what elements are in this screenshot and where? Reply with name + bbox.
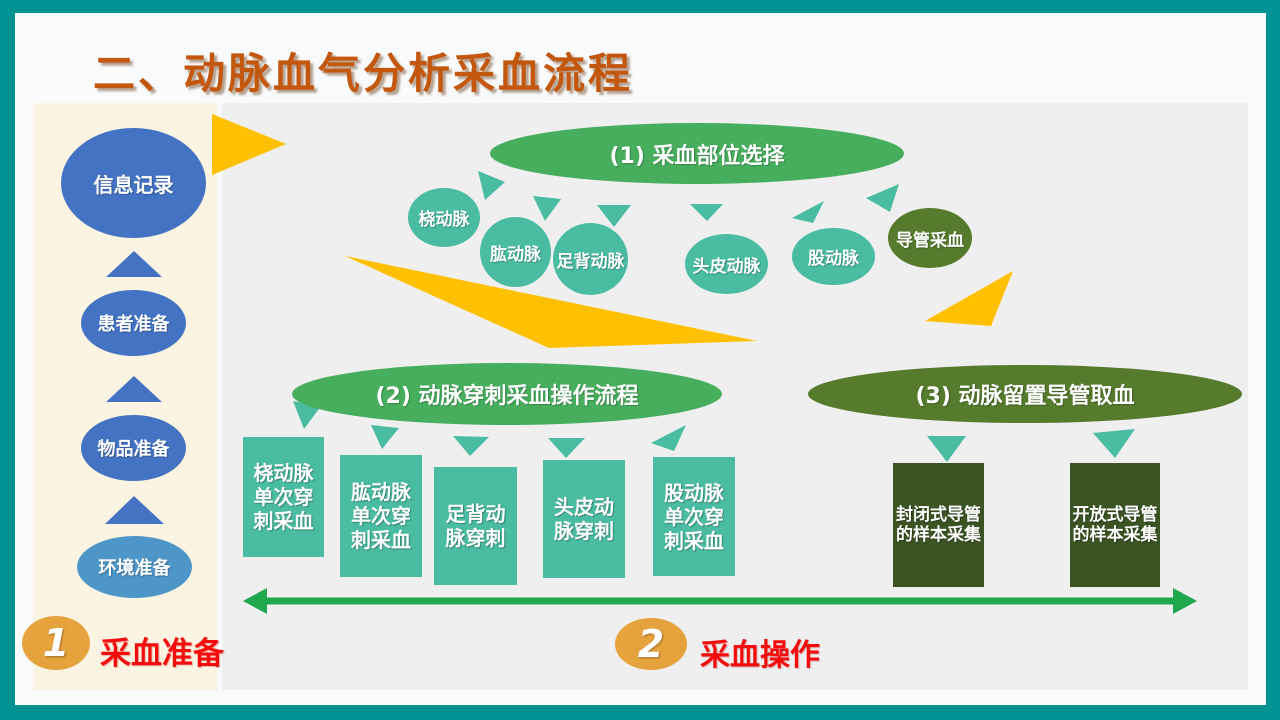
site-radial-artery: 桡动脉 [408, 188, 480, 247]
method-dorsalis-pedis-puncture: 足背动脉穿刺 [434, 467, 517, 585]
method-label: 开放式导管的样本采集 [1072, 504, 1158, 545]
sidebar-step-info-record: 信息记录 [61, 128, 206, 238]
site-label: 头皮动脉 [692, 256, 761, 277]
section-title: (2) 动脉穿刺采血操作流程 [375, 384, 639, 409]
site-label: 桡动脉 [418, 210, 470, 230]
method-label: 股动脉单次穿刺采血 [664, 480, 724, 553]
method-femoral-single-puncture: 股动脉单次穿刺采血 [653, 457, 735, 576]
method-label: 肱动脉单次穿刺采血 [351, 480, 411, 552]
site-brachial-artery: 肱动脉 [480, 217, 551, 287]
method-open-catheter-sampling: 开放式导管的样本采集 [1070, 463, 1160, 587]
site-catheter-sampling: 导管采血 [888, 208, 972, 268]
method-label: 封闭式导管的样本采集 [896, 504, 981, 545]
section-title: (1) 采血部位选择 [609, 143, 785, 169]
stage-1-badge: 1 [22, 616, 90, 670]
step-label: 信息记录 [93, 172, 174, 197]
method-label: 桡动脉单次穿刺采血 [253, 461, 314, 533]
badge-number: 1 [42, 621, 70, 665]
site-label: 导管采血 [896, 230, 964, 251]
site-dorsalis-pedis-artery: 足背动脉 [553, 223, 628, 295]
section-2-title-ellipse: (2) 动脉穿刺采血操作流程 [292, 363, 722, 425]
badge-number: 2 [637, 622, 665, 666]
site-label: 足背动脉 [556, 251, 625, 272]
sidebar-step-patient-prep: 患者准备 [81, 290, 186, 356]
stage-1-label: 采血准备 [100, 636, 224, 672]
site-label: 股动脉 [808, 249, 859, 269]
method-label: 头皮动脉穿刺 [554, 495, 614, 543]
site-scalp-artery: 头皮动脉 [685, 234, 768, 294]
stage-2-badge: 2 [615, 618, 687, 670]
step-label: 环境准备 [98, 558, 171, 579]
page-title: 二、动脉血气分析采血流程 [93, 49, 634, 98]
section-1-title-ellipse: (1) 采血部位选择 [490, 123, 904, 184]
sidebar-step-supplies-prep: 物品准备 [81, 415, 186, 481]
sidebar-step-environment-prep: 环境准备 [77, 536, 192, 598]
method-scalp-puncture: 头皮动脉穿刺 [543, 460, 625, 578]
stage-2-label: 采血操作 [700, 638, 820, 673]
section-title: (3) 动脉留置导管取血 [915, 384, 1135, 409]
method-brachial-single-puncture: 肱动脉单次穿刺采血 [340, 455, 422, 577]
method-closed-catheter-sampling: 封闭式导管的样本采集 [893, 463, 984, 587]
section-3-title-ellipse: (3) 动脉留置导管取血 [808, 365, 1242, 423]
site-label: 肱动脉 [490, 244, 541, 265]
step-label: 患者准备 [97, 314, 170, 335]
step-label: 物品准备 [97, 439, 170, 460]
site-femoral-artery: 股动脉 [792, 228, 875, 285]
method-radial-single-puncture: 桡动脉单次穿刺采血 [243, 437, 324, 557]
method-label: 足背动脉穿刺 [445, 502, 506, 550]
